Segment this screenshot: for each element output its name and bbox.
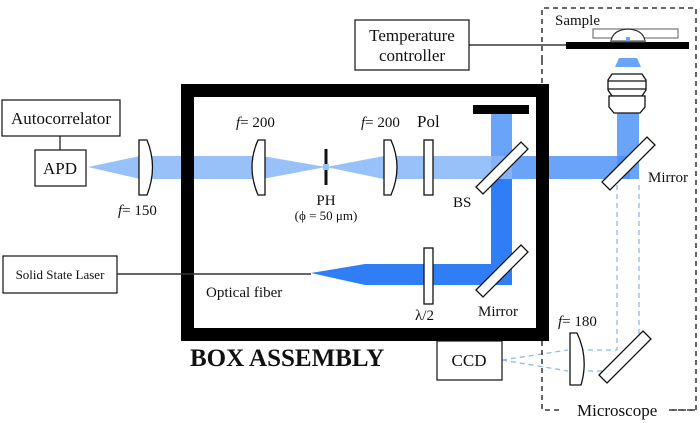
pinhole-diameter-label: (ϕ = 50 μm) xyxy=(295,208,358,223)
beam-detection-collimated xyxy=(148,156,258,179)
beam-to-beam-dump xyxy=(491,113,512,156)
ccd-label: CCD xyxy=(452,351,487,370)
microscope-mirror-label: Mirror xyxy=(648,170,688,186)
immersion-drop-icon xyxy=(610,28,646,43)
autocorrelator-box: Autocorrelator xyxy=(1,99,121,137)
lens-collimator-2-icon xyxy=(383,139,398,196)
half-wave-plate-label: λ/2 xyxy=(415,308,434,324)
focus-spot xyxy=(626,37,630,41)
beam-pinhole-cone-right xyxy=(326,156,384,179)
ccd-box: CCD xyxy=(436,340,503,381)
solid-state-laser-box: Solid State Laser xyxy=(2,255,118,294)
box-mirror-icon xyxy=(475,244,529,298)
polarizer-icon xyxy=(423,139,434,196)
lens-collimator-1-label: f= 200 xyxy=(236,115,275,131)
objective-icon xyxy=(607,73,647,114)
beam-fiber-output xyxy=(311,264,512,285)
lens-apd-label: f= 150 xyxy=(118,203,157,219)
microscope-label: Microscope xyxy=(577,401,657,420)
temperature-controller-label-2: controller xyxy=(379,46,445,65)
sample-label: Sample xyxy=(555,13,600,29)
beam-at-sample xyxy=(615,58,641,67)
temperature-controller-box: Temperature controller xyxy=(354,19,470,71)
lens-collimator-2-label: f= 200 xyxy=(361,115,400,131)
microscope-mirror-icon xyxy=(601,136,656,191)
beam-apd-cone xyxy=(88,156,140,179)
temperature-controller-label-1: Temperature xyxy=(369,26,455,45)
lens-apd-icon xyxy=(138,139,154,196)
half-wave-plate-icon xyxy=(423,247,434,305)
beam-pinhole-cone-left xyxy=(262,156,326,179)
optical-fiber-label: Optical fiber xyxy=(206,285,282,301)
lens-collimator-1-icon xyxy=(251,139,266,196)
tube-lens-label: f= 180 xyxy=(558,314,597,330)
solid-state-laser-label: Solid State Laser xyxy=(16,267,105,282)
apd-label: APD xyxy=(43,159,77,178)
tube-lens-icon xyxy=(569,332,585,386)
beam-splitter-icon xyxy=(475,141,529,195)
box-assembly-title: BOX ASSEMBLY xyxy=(190,345,384,372)
beam-detection-to-bs xyxy=(392,156,492,179)
microscope-lower-mirror-icon xyxy=(598,330,652,384)
pinhole-aperture xyxy=(323,164,329,170)
beam-dump-icon xyxy=(473,105,529,114)
polarizer-label: Pol xyxy=(417,112,440,131)
pinhole-label: PH xyxy=(316,193,335,209)
sample-stage-icon xyxy=(566,42,689,49)
microscope-enclosure xyxy=(541,7,697,411)
box-mirror-label: Mirror xyxy=(478,304,518,320)
beam-splitter-label: BS xyxy=(453,195,471,211)
apd-box: APD xyxy=(34,149,87,187)
autocorrelator-label: Autocorrelator xyxy=(11,109,111,128)
